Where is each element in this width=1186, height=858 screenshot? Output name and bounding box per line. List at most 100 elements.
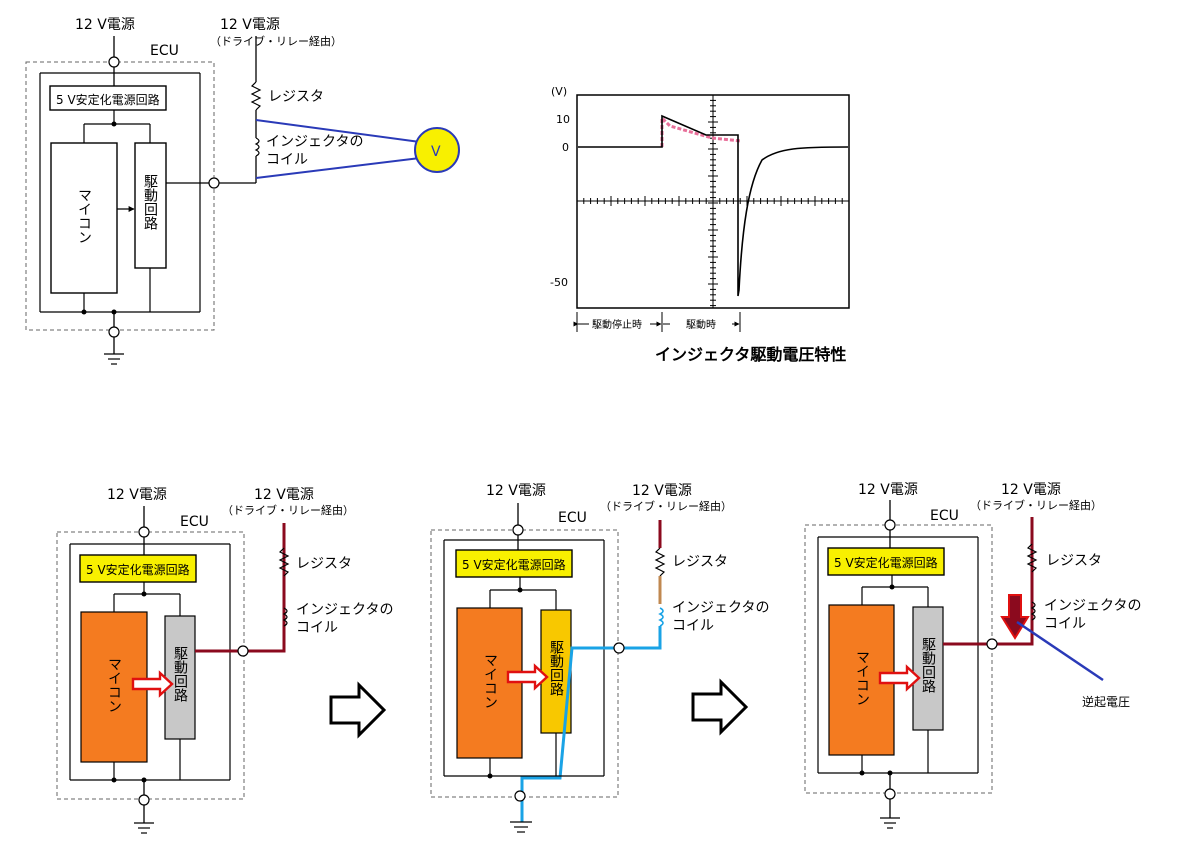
- microcomputer-label: マイコン: [106, 657, 122, 713]
- microcomputer-label: マイコン: [76, 188, 92, 244]
- driver-label: 駆動回路: [920, 637, 936, 693]
- driver-label: 駆動回路: [142, 174, 158, 230]
- node: [111, 777, 117, 783]
- ecu-label: ECU: [930, 508, 959, 524]
- ecu-boundary: [804, 524, 993, 794]
- output-terminal: [237, 645, 249, 657]
- regulator-box: [827, 547, 945, 576]
- ground-terminal: [514, 790, 526, 802]
- panel-back-emf: 12 V電源 12 V電源 （ドライブ・リレー経由） ECU 5 V安定化電源回…: [804, 482, 1141, 829]
- probe-lead-negative: [255, 157, 421, 179]
- relay-note-label: （ドライブ・リレー経由）: [600, 499, 732, 513]
- ecu-label: ECU: [150, 43, 179, 59]
- power-terminal: [138, 526, 150, 538]
- microcomputer-label: マイコン: [482, 653, 498, 709]
- ecu-boundary: [56, 531, 245, 800]
- y-tick-minus-50: -50: [550, 276, 568, 289]
- ecu-boundary: [25, 61, 215, 331]
- resistor-label: レジスタ: [1046, 553, 1102, 569]
- regulator-label: 5 V安定化電源回路: [462, 557, 566, 572]
- voltmeter-label: V: [431, 144, 441, 160]
- current-path: [520, 626, 662, 822]
- driver-label: 駆動回路: [172, 646, 188, 702]
- injector-coil-label-1: インジェクタの: [266, 134, 363, 150]
- ecu-label: ECU: [180, 514, 209, 530]
- injector-coil-label-2: コイル: [266, 152, 308, 168]
- power-terminal: [512, 524, 524, 536]
- panel-drive-off: 12 V電源 12 V電源 （ドライブ・リレー経由） ECU 5 V安定化電源回…: [56, 487, 393, 834]
- regulator-label: 5 V安定化電源回路: [834, 555, 938, 570]
- scope-graticule: [576, 94, 850, 308]
- ecu-label: ECU: [558, 510, 587, 526]
- resistor-symbol: [278, 547, 290, 577]
- coil-symbol: [1030, 601, 1036, 621]
- y-tick-0: 0: [562, 141, 569, 154]
- injector-coil-label-2: コイル: [1044, 616, 1086, 632]
- coil-symbol: [658, 607, 664, 627]
- power-terminal: [108, 56, 120, 68]
- supply-12v-relay-label: 12 V電源: [632, 483, 692, 499]
- back-emf-arrow-icon: [1000, 594, 1030, 640]
- relay-note-label: （ドライブ・リレー経由）: [970, 498, 1102, 512]
- waveform-trace: [578, 114, 849, 297]
- drive-off-label: 駆動停止時: [592, 318, 642, 331]
- signal-arrow-icon: [878, 664, 921, 692]
- supply-12v-relay-label: 12 V電源: [254, 487, 314, 503]
- regulator-box: [455, 549, 573, 578]
- microcomputer-label: マイコン: [854, 650, 870, 706]
- signal-arrow-icon: [131, 670, 174, 698]
- injector-coil-label-2: コイル: [672, 618, 714, 634]
- resistor-label: レジスタ: [672, 554, 728, 570]
- driver-label: 駆動回路: [548, 640, 564, 696]
- relay-note-label: （ドライブ・リレー経由）: [210, 34, 342, 48]
- panel-drive-on: 12 V電源 12 V電源 （ドライブ・リレー経由） ECU 5 V安定化電源回…: [430, 483, 769, 833]
- coil-symbol: [254, 137, 260, 157]
- output-terminal: [986, 638, 998, 650]
- supply-12v-label: 12 V電源: [858, 482, 918, 498]
- ground-symbol: [104, 353, 124, 365]
- node: [487, 773, 493, 779]
- driver-box: [164, 615, 196, 740]
- panel-base-circuit: 12 V電源 12 V電源 （ドライブ・リレー経由） ECU 5 V安定化電源回…: [25, 17, 460, 365]
- probe-lead-positive: [255, 119, 421, 143]
- signal-arrow-icon: [506, 663, 549, 691]
- power-terminal: [884, 519, 896, 531]
- back-emf-label: 逆起電圧: [1082, 694, 1130, 709]
- ground-terminal: [108, 326, 120, 338]
- output-terminal: [208, 177, 220, 189]
- back-emf-pointer: [1016, 620, 1104, 682]
- supply-12v-relay-label: 12 V電源: [220, 17, 280, 33]
- ground-terminal: [884, 788, 896, 800]
- voltmeter-icon: [414, 127, 460, 173]
- regulator-label: 5 V安定化電源回路: [56, 92, 160, 107]
- y-tick-10: 10: [556, 113, 570, 126]
- output-terminal: [613, 642, 625, 654]
- injector-coil-label-1: インジェクタの: [1044, 598, 1141, 614]
- supply-12v-label: 12 V電源: [107, 487, 167, 503]
- ground-symbol: [880, 817, 900, 829]
- driver-box: [912, 606, 944, 731]
- resistor-symbol: [654, 547, 666, 577]
- resistor-label: レジスタ: [268, 89, 324, 105]
- supply-12v-label: 12 V電源: [486, 483, 546, 499]
- y-unit-label: (V): [551, 85, 567, 98]
- resistor-label: レジスタ: [296, 556, 352, 572]
- relay-note-label: （ドライブ・リレー経由）: [222, 503, 354, 517]
- ground-symbol: [134, 822, 154, 834]
- regulator-box: [79, 554, 197, 583]
- regulator-label: 5 V安定化電源回路: [86, 562, 190, 577]
- injector-coil-label-1: インジェクタの: [296, 602, 393, 618]
- microcomputer-box: [50, 142, 118, 294]
- resistor-symbol: [250, 81, 262, 111]
- driver-box: [134, 142, 167, 269]
- waveform-panel: (V) 10 0 -50 駆動停止時 駆動時 インジェクタ駆動電圧特性: [550, 85, 850, 364]
- supply-12v-relay-label: 12 V電源: [1001, 482, 1061, 498]
- ground-terminal: [138, 794, 150, 806]
- transition-arrow-icon: [329, 681, 387, 739]
- waveform-title: インジェクタ駆動電圧特性: [655, 345, 846, 364]
- transition-arrow-icon: [691, 678, 749, 736]
- supply-12v-label: 12 V電源: [75, 17, 135, 33]
- ground-symbol: [510, 821, 532, 833]
- node: [859, 770, 865, 776]
